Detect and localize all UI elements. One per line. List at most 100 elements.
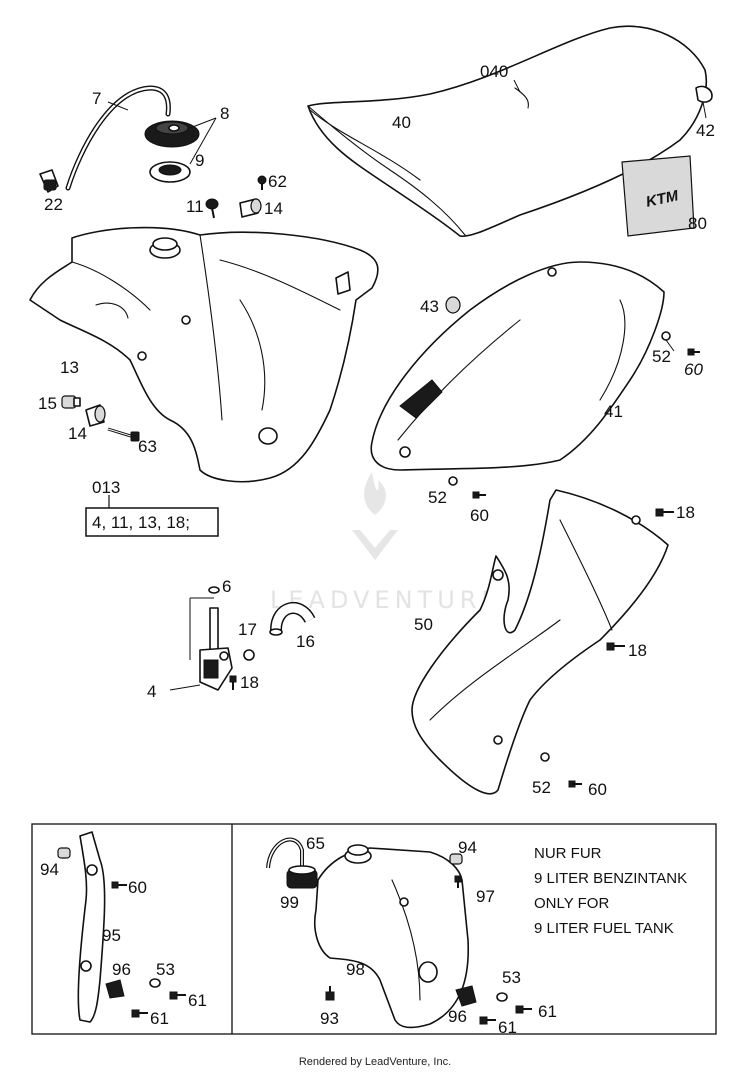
label-52-right: 52 [652, 347, 671, 366]
bolt-part-63 [107, 427, 140, 442]
washer-part-52-low [540, 752, 550, 762]
label-43: 43 [420, 297, 439, 316]
label-99: 99 [280, 893, 299, 912]
label-93: 93 [320, 1009, 339, 1028]
cap-part-99 [286, 865, 318, 889]
label-40: 40 [392, 113, 411, 132]
side-cover-part-41 [370, 261, 665, 471]
note-line-3: ONLY FOR [534, 895, 609, 912]
seat-part-40 [307, 25, 713, 238]
nut-part-96-right [455, 985, 477, 1007]
label-97: 97 [476, 887, 495, 906]
valve-part-22 [39, 169, 59, 193]
label-41: 41 [604, 402, 623, 421]
kit-box [85, 507, 219, 537]
label-14: 14 [68, 424, 87, 443]
label-8: 8 [220, 104, 229, 123]
label-6: 6 [222, 577, 231, 596]
bolt-part-60-box [111, 881, 127, 889]
nut-part-96-left [105, 979, 125, 999]
rubber-part-94-left [57, 847, 71, 859]
label-53-right: 53 [502, 968, 521, 987]
label-60-low: 60 [588, 780, 607, 799]
bolt-part-60-mid [472, 491, 486, 499]
label-80: 80 [688, 214, 707, 233]
bolt-part-61-right-b [479, 1016, 496, 1025]
bolt-part-18-mid [606, 642, 625, 651]
label-61-right-a: 61 [538, 1002, 557, 1021]
label-94-right: 94 [458, 838, 477, 857]
label-7: 7 [92, 89, 101, 108]
tank-part-98 [314, 844, 470, 1029]
screw-part-11 [205, 198, 219, 219]
label-42: 42 [696, 121, 715, 140]
label-53-left: 53 [156, 960, 175, 979]
label-61-left-b: 61 [150, 1009, 169, 1028]
fuel-tank-note: NUR FUR 9 LITER BENZINTANK ONLY FOR 9 LI… [534, 845, 687, 937]
label-61-left-a: 61 [188, 991, 207, 1010]
label-60-mid: 60 [470, 506, 489, 525]
bolt-part-18-top [655, 508, 674, 517]
rubber-part-43 [445, 296, 461, 314]
variant-frame [31, 823, 717, 1035]
clamp-part-17 [243, 649, 255, 661]
label-040: 040 [480, 62, 508, 81]
part-labels: 7 8 9 22 11 62 14 040 40 42 80 13 15 14 … [38, 62, 715, 1037]
kit-box-text: 4, 11, 13, 18; [92, 513, 190, 532]
label-17: 17 [238, 620, 257, 639]
gasket-part-9 [149, 161, 191, 183]
label-52-mid: 52 [428, 488, 447, 507]
label-16: 16 [296, 632, 315, 651]
footer-credit: Rendered by LeadVenture, Inc. [298, 1056, 452, 1068]
fuel-tank-part-13 [29, 226, 379, 483]
label-22: 22 [44, 195, 63, 214]
label-11: 11 [186, 197, 204, 216]
note-line-1: NUR FUR [534, 845, 602, 862]
label-95: 95 [102, 926, 121, 945]
label-60-box: 60 [128, 878, 147, 897]
label-96-right: 96 [448, 1007, 467, 1026]
label-9: 9 [195, 151, 204, 170]
fuel-cap-part-8 [144, 120, 200, 148]
label-63: 63 [138, 437, 157, 456]
washer-part-52-right [661, 331, 671, 341]
bushing-part-14-top [239, 198, 262, 218]
label-65: 65 [306, 834, 325, 853]
bolt-part-60-right [687, 348, 700, 356]
bolt-part-61-right-a [515, 1005, 532, 1014]
leader-lines [107, 79, 707, 691]
washer-part-53-right [496, 992, 508, 1002]
breather-hose-part-7 [65, 85, 171, 191]
washer-part-53-left [149, 978, 161, 988]
label-61-right-b: 61 [498, 1018, 517, 1037]
label-94-left: 94 [40, 860, 59, 879]
label-60-right: 60 [684, 360, 703, 379]
label-18-mid: 18 [628, 641, 647, 660]
bolt-part-61-left-a [169, 991, 186, 1000]
bushing-part-14 [85, 404, 106, 427]
label-96-left: 96 [112, 960, 131, 979]
side-panel-part-50 [411, 489, 669, 795]
screw-part-93 [325, 986, 335, 1001]
bolt-part-97 [454, 875, 462, 888]
bracket-part-95 [77, 831, 106, 1023]
label-18-tap: 18 [240, 673, 259, 692]
note-line-2: 9 LITER BENZINTANK [534, 870, 687, 887]
note-line-4: 9 LITER FUEL TANK [534, 920, 674, 937]
label-15: 15 [38, 394, 57, 413]
screw-part-15 [61, 395, 81, 409]
label-52-low: 52 [532, 778, 551, 797]
label-50: 50 [414, 615, 433, 634]
hose-part-65 [266, 837, 304, 870]
bolt-part-60-low [568, 780, 582, 788]
rubber-part-94-right [449, 853, 463, 865]
washer-part-52-mid [448, 476, 458, 486]
svg-text:KTM: KTM [644, 187, 680, 210]
label-18-top: 18 [676, 503, 695, 522]
oring-part-6 [208, 586, 220, 594]
label-4: 4 [147, 682, 156, 701]
label-013: 013 [92, 478, 120, 497]
label-13: 13 [60, 358, 79, 377]
watermark-logo: LEADVENTURE [270, 472, 497, 614]
